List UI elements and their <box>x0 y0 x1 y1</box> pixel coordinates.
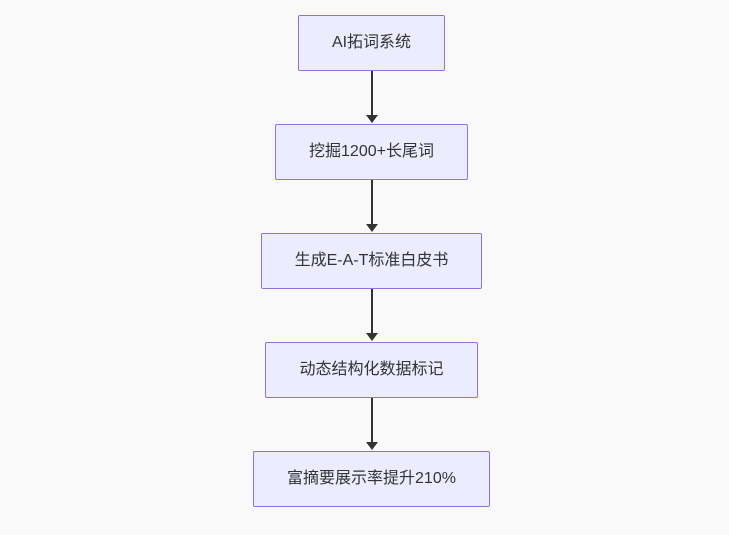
arrowhead-icon <box>365 224 378 232</box>
arrowhead-icon <box>365 333 378 341</box>
arrowhead-icon <box>365 115 378 123</box>
flow-node-mine-longtail-keywords: 挖掘1200+长尾词 <box>275 124 468 180</box>
arrow-shaft <box>370 71 373 116</box>
flowchart: AI拓词系统 挖掘1200+长尾词 生成E-A-T标准白皮书 动态结构化数据标记… <box>7 0 729 507</box>
arrowhead-icon <box>365 442 378 450</box>
flow-node-generate-eat-whitepaper: 生成E-A-T标准白皮书 <box>260 233 483 289</box>
arrow-down-4 <box>365 398 378 451</box>
arrow-down-3 <box>365 289 378 342</box>
flow-node-ai-word-expansion-system: AI拓词系统 <box>297 15 446 71</box>
arrow-shaft <box>370 398 373 443</box>
flow-node-dynamic-structured-data-markup: 动态结构化数据标记 <box>265 342 478 398</box>
arrow-down-2 <box>365 180 378 233</box>
arrow-shaft <box>370 180 373 225</box>
arrow-down-1 <box>365 71 378 124</box>
flow-node-rich-snippet-rate-increase: 富摘要展示率提升210% <box>253 451 490 507</box>
arrow-shaft <box>370 289 373 334</box>
